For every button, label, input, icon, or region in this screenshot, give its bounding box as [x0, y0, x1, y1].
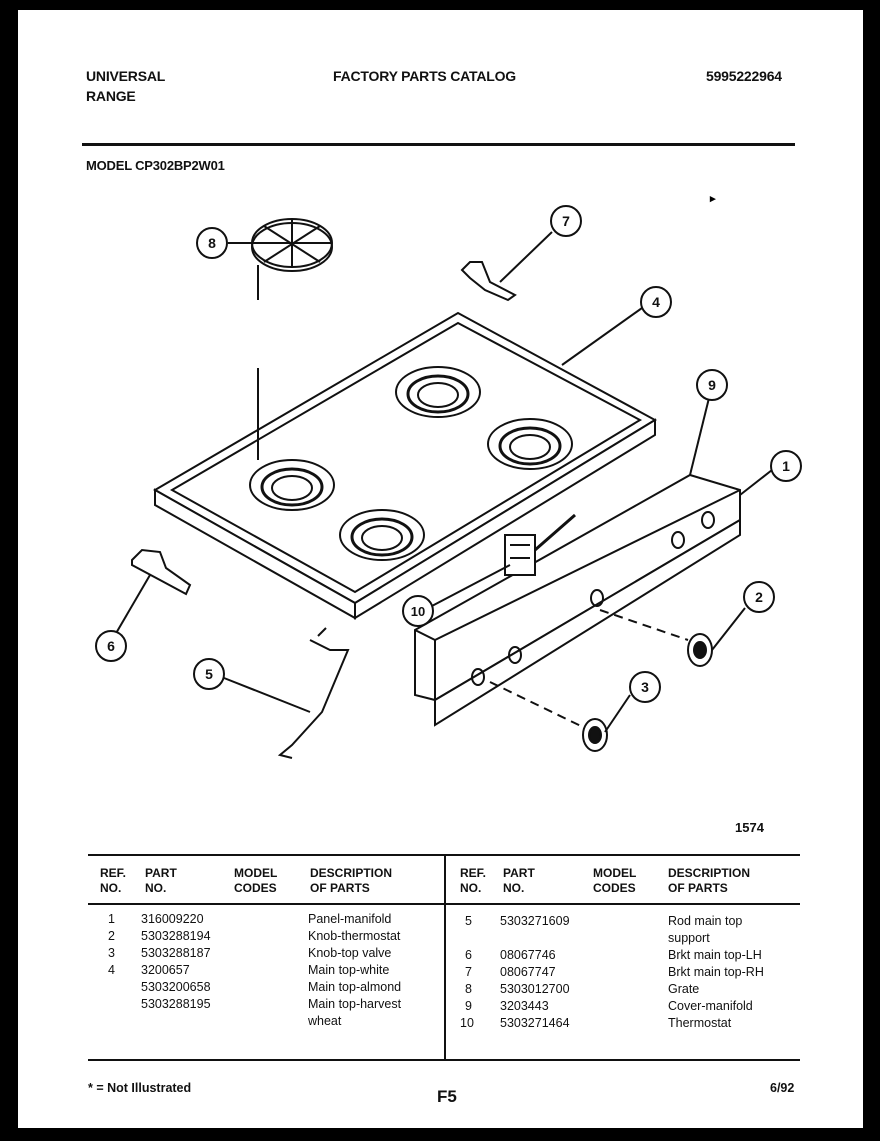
- svg-text:7: 7: [562, 213, 570, 229]
- header-ref-left: REF.NO.: [100, 866, 127, 895]
- main-top-illustration: [152, 311, 658, 620]
- header-rule: [82, 143, 795, 146]
- svg-text:3: 3: [641, 679, 649, 695]
- header-ref-right: REF.NO.: [460, 866, 487, 895]
- svg-text:10: 10: [411, 604, 425, 619]
- svg-text:5: 5: [205, 666, 213, 682]
- brand-line-1: UNIVERSAL: [86, 68, 166, 84]
- table-top-rule: [88, 854, 800, 856]
- table-divider: [444, 856, 446, 1059]
- page-code: F5: [437, 1087, 457, 1106]
- svg-text:6: 6: [107, 638, 115, 654]
- svg-text:1: 1: [782, 458, 790, 474]
- grate-illustration: [251, 218, 333, 460]
- callout-1: 1: [770, 450, 802, 482]
- svg-text:8: 8: [208, 235, 216, 251]
- catalog-title: FACTORY PARTS CATALOG: [333, 68, 516, 84]
- knob-illustrations: [582, 633, 713, 752]
- callout-9: 9: [696, 369, 728, 401]
- callout-3: 3: [629, 671, 661, 703]
- callouts: 1 2 3 4 5 6 7 8 9 10: [95, 205, 802, 703]
- callout-7: 7: [550, 205, 582, 237]
- catalog-number: 5995222964: [706, 68, 782, 84]
- rod-illustration: [277, 627, 350, 759]
- table-bottom-rule: [88, 1059, 800, 1061]
- svg-text:9: 9: [708, 377, 716, 393]
- callout-2: 2: [743, 581, 775, 613]
- svg-text:2: 2: [755, 589, 763, 605]
- model-label: MODEL CP302BP2W01: [86, 158, 225, 173]
- callout-10: 10: [402, 595, 434, 627]
- callout-5: 5: [193, 658, 225, 690]
- catalog-page: UNIVERSAL RANGE FACTORY PARTS CATALOG 59…: [18, 10, 863, 1128]
- revision-date: 6/92: [770, 1081, 795, 1095]
- figure-number: 1574: [735, 820, 764, 835]
- bracket-rh-illustration: [460, 261, 517, 302]
- callout-8: 8: [196, 227, 228, 259]
- callout-4: 4: [640, 286, 672, 318]
- exploded-parts-diagram: 1 2 3 4 5 6 7 8 9 10: [95, 205, 802, 759]
- stray-mark: ▸: [710, 193, 716, 205]
- callout-6: 6: [95, 630, 127, 662]
- brand-line-2: RANGE: [86, 88, 136, 104]
- bracket-lh-illustration: [131, 548, 192, 596]
- svg-text:4: 4: [652, 294, 660, 310]
- not-illustrated-note: * = Not Illustrated: [88, 1081, 192, 1095]
